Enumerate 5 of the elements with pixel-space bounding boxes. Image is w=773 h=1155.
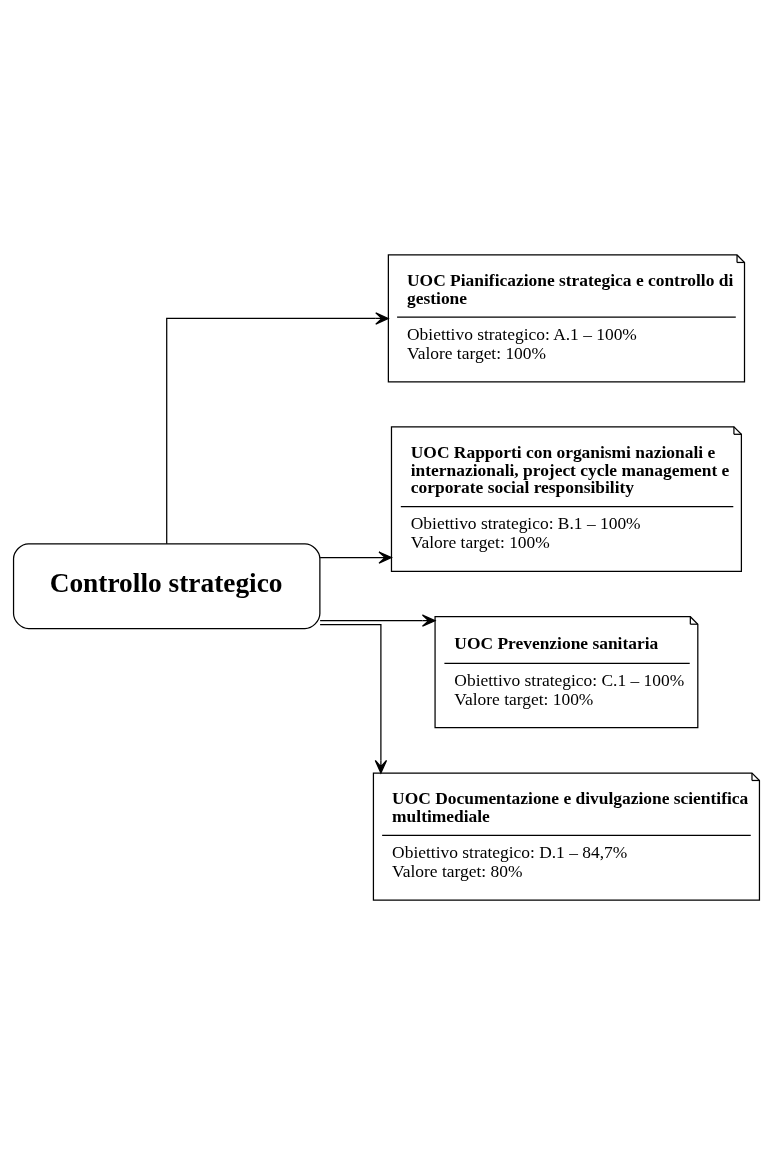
node-box: Controllo strategico	[12, 543, 321, 630]
arrow	[319, 551, 393, 564]
arrow	[319, 624, 388, 774]
arrow	[319, 614, 436, 627]
arrow	[166, 312, 389, 545]
